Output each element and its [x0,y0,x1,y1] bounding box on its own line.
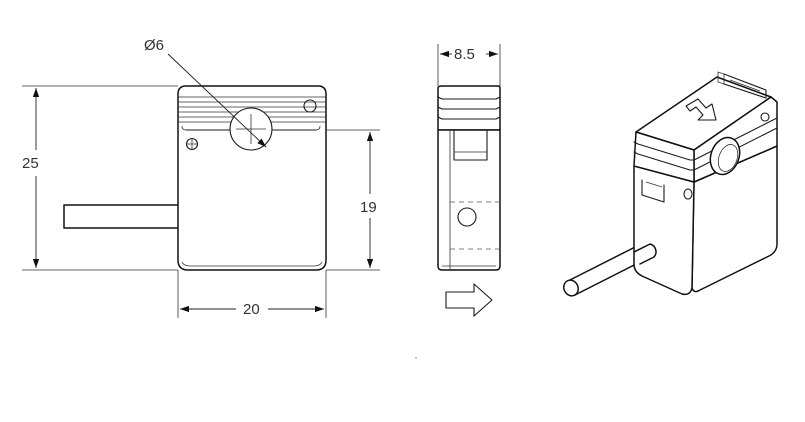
arrow-down-right-icon [685,98,717,121]
height-dimension: 25 [22,85,178,271]
hole-diameter-label: Ø6 [144,37,164,54]
side-slot [453,129,488,161]
body-height-dimension: 19 [326,129,380,271]
side-cap-grooves [437,96,501,120]
hole-diameter-leader [167,53,267,148]
body-height-label: 19 [360,199,377,216]
iso-body-side-face [633,165,695,296]
iso-mount-hole [760,112,770,122]
side-cap [437,85,501,131]
iso-cap-side [633,131,695,183]
width-label: 20 [243,301,260,318]
arrow-right-icon [445,283,493,317]
side-body [437,129,501,271]
thickness-dimension: 8.5 [437,44,501,86]
iso-sensing-bore [709,136,741,176]
front-shaft [63,204,179,229]
iso-slot [641,179,665,203]
front-view: Ø6 [63,37,327,271]
width-dimension: 20 [177,270,327,318]
thickness-label: 8.5 [454,46,475,63]
side-mount-hole [457,207,477,227]
height-label: 25 [22,155,39,172]
front-body [177,85,327,271]
iso-body-front-face [691,145,778,293]
side-view [437,85,501,271]
front-mount-hole-right [303,99,317,113]
isometric-view [563,71,778,297]
